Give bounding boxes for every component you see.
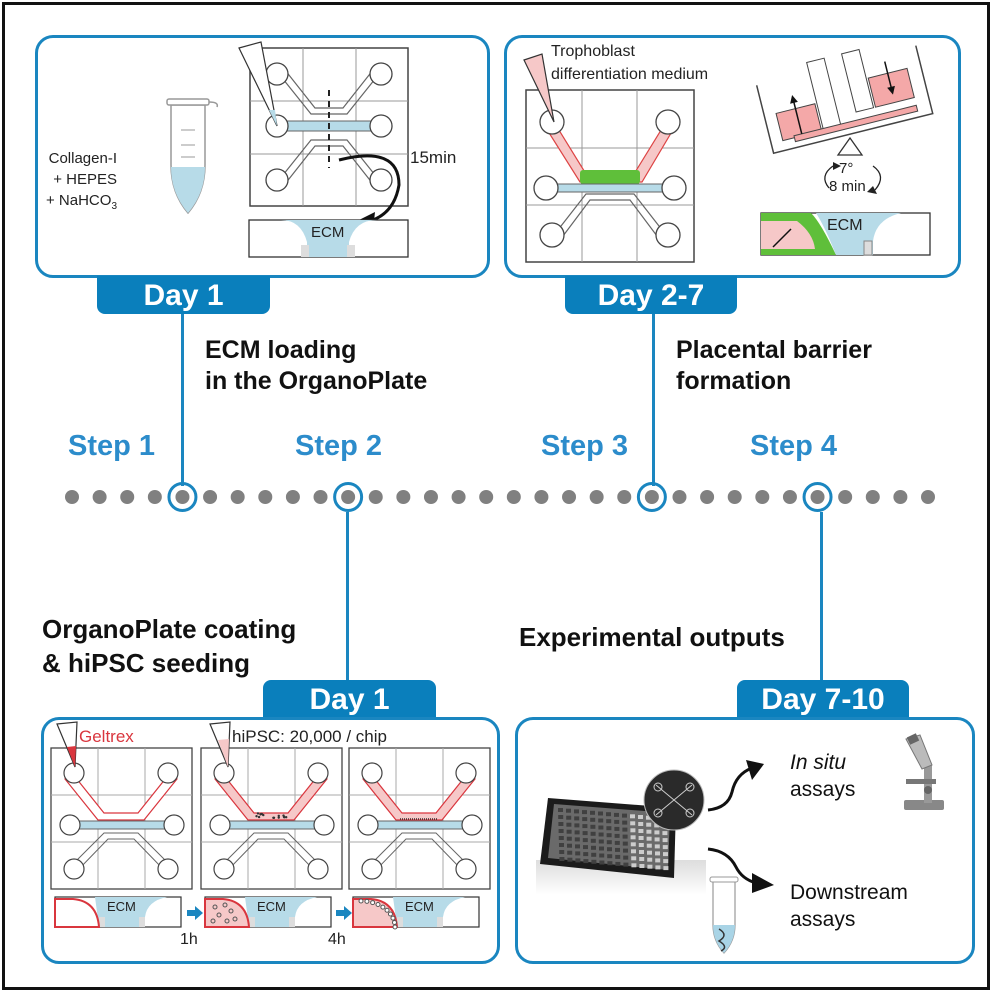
time-1h: 1h bbox=[180, 931, 198, 949]
timeline-dot bbox=[507, 490, 521, 504]
geltrex-label: Geltrex bbox=[79, 727, 134, 747]
downstream-assays-label: Downstream assays bbox=[790, 879, 908, 933]
arrow-right-icon bbox=[187, 906, 203, 920]
insitu-assays-label: In situ assays bbox=[790, 749, 855, 803]
step4-title: Experimental outputs bbox=[519, 620, 785, 654]
microscope-icon bbox=[898, 735, 948, 815]
medium-label: Trophoblast differentiation medium bbox=[551, 40, 708, 86]
connector-step1 bbox=[181, 314, 184, 486]
timeline-dot bbox=[93, 490, 107, 504]
step1-title: ECM loading in the OrganoPlate bbox=[205, 335, 427, 397]
timeline-dot bbox=[231, 490, 245, 504]
timeline-dot bbox=[617, 490, 631, 504]
cross-section-geltrex: ECM bbox=[55, 897, 183, 929]
timeline-dot bbox=[645, 490, 659, 504]
ecm-label: ECM bbox=[311, 224, 344, 241]
ecm-label-3: ECM bbox=[827, 217, 863, 235]
step-4-label: Step 4 bbox=[750, 430, 837, 463]
timeline-dot bbox=[921, 490, 935, 504]
timeline-dot bbox=[838, 490, 852, 504]
step3-title: Placental barrier formation bbox=[676, 335, 872, 397]
timeline-dot bbox=[811, 490, 825, 504]
step2-title: OrganoPlate coating & hiPSC seeding bbox=[42, 612, 296, 680]
timeline-dot bbox=[369, 490, 383, 504]
arrow-to-insitu-icon bbox=[706, 758, 766, 816]
timeline-dot bbox=[590, 490, 604, 504]
cross-section-seeded: ECM bbox=[205, 897, 333, 929]
timeline-dot bbox=[728, 490, 742, 504]
day-tab-step4: Day 7-10 bbox=[737, 680, 909, 719]
step-2-label: Step 2 bbox=[295, 430, 382, 463]
timeline-dot bbox=[286, 490, 300, 504]
ecm-label: ECM bbox=[107, 899, 136, 914]
timeline-dot bbox=[148, 490, 162, 504]
organoplate-photo bbox=[536, 760, 711, 895]
timeline-dot bbox=[452, 490, 466, 504]
timeline-dot bbox=[314, 490, 328, 504]
timeline bbox=[0, 470, 996, 530]
microtube-icon bbox=[163, 95, 218, 220]
connector-step2 bbox=[346, 512, 349, 680]
timeline-dot bbox=[341, 490, 355, 504]
step-3-label: Step 3 bbox=[541, 430, 628, 463]
step-1-label: Step 1 bbox=[68, 430, 155, 463]
ecm-label: ECM bbox=[257, 899, 286, 914]
chip-hipsc-attached bbox=[348, 747, 493, 892]
pipette-cells-icon bbox=[208, 722, 238, 772]
arrow-right-icon bbox=[336, 906, 352, 920]
timeline-dot bbox=[479, 490, 493, 504]
timeline-dot bbox=[534, 490, 548, 504]
timeline-dot bbox=[672, 490, 686, 504]
timeline-dot bbox=[866, 490, 880, 504]
timeline-dot bbox=[175, 490, 189, 504]
day-tab-step3: Day 2-7 bbox=[565, 276, 737, 314]
ecm-label: ECM bbox=[405, 899, 434, 914]
timeline-dot bbox=[203, 490, 217, 504]
timeline-dot bbox=[783, 490, 797, 504]
day-tab-step1: Day 1 bbox=[97, 276, 270, 314]
timeline-dot bbox=[562, 490, 576, 504]
cross-section-attached: ECM bbox=[353, 897, 481, 929]
rocking-arrows-icon bbox=[815, 158, 890, 198]
timeline-dot bbox=[65, 490, 79, 504]
time-4h: 4h bbox=[328, 931, 346, 949]
timeline-dot bbox=[120, 490, 134, 504]
timeline-dot bbox=[755, 490, 769, 504]
pipette-geltrex-icon bbox=[55, 722, 85, 772]
microtube-dna-icon bbox=[707, 875, 742, 955]
reagents-label: Collagen-I + HEPES + NaHCO3 bbox=[37, 148, 117, 217]
timeline-dot bbox=[700, 490, 714, 504]
connector-step4 bbox=[820, 512, 823, 680]
day-tab-step2: Day 1 bbox=[263, 680, 436, 719]
organoplate-chip-diagram bbox=[249, 40, 419, 210]
timeline-dot bbox=[258, 490, 272, 504]
timeline-dot bbox=[893, 490, 907, 504]
organoplate-chip-perfused bbox=[524, 90, 696, 265]
rocker-platform-diagram bbox=[758, 55, 933, 155]
connector-step3 bbox=[652, 314, 655, 486]
timeline-dot bbox=[424, 490, 438, 504]
timeline-dot bbox=[396, 490, 410, 504]
incubation-time: 15min bbox=[410, 148, 456, 168]
seeding-density-label: hiPSC: 20,000 / chip bbox=[232, 727, 387, 747]
